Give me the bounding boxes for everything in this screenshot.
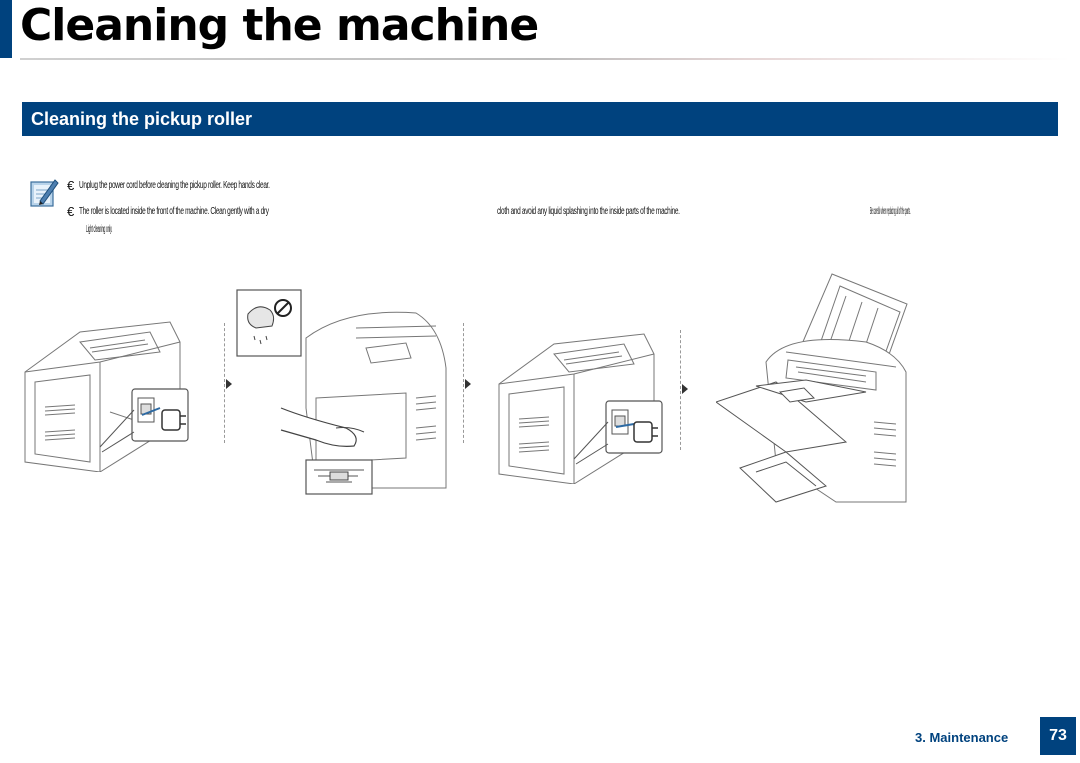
title-divider [20,58,1070,60]
page-number: 73 [1040,717,1076,755]
note-line-2c: Be careful when replacing all of the par… [870,206,911,217]
note-line-2a: The roller is located inside the front o… [79,206,269,217]
printer-trays-open-illustration [716,273,908,503]
footer-chapter: 3. Maintenance [915,730,1009,745]
page-title: Cleaning the machine [20,0,539,51]
step-divider [224,323,225,443]
note-pencil-icon [30,179,59,207]
note-bullet: € [67,204,75,219]
step-arrow-icon [465,379,471,389]
note-line-2d: Light cleaning only. [86,224,113,235]
step-divider [680,330,681,450]
step-arrow-icon [226,379,232,389]
step-arrow-icon [682,384,688,394]
printer-clean-roller-illustration [236,289,447,495]
title-accent-bar [0,0,12,58]
step-divider [463,323,464,443]
printer-plug-in-illustration [498,333,663,484]
note-line-1: Unplug the power cord before cleaning th… [79,180,270,191]
note-bullet: € [67,178,75,193]
section-header: Cleaning the pickup roller [22,102,1058,136]
note-line-2b: cloth and avoid any liquid splashing int… [497,206,680,217]
printer-unplug-illustration [24,321,189,472]
